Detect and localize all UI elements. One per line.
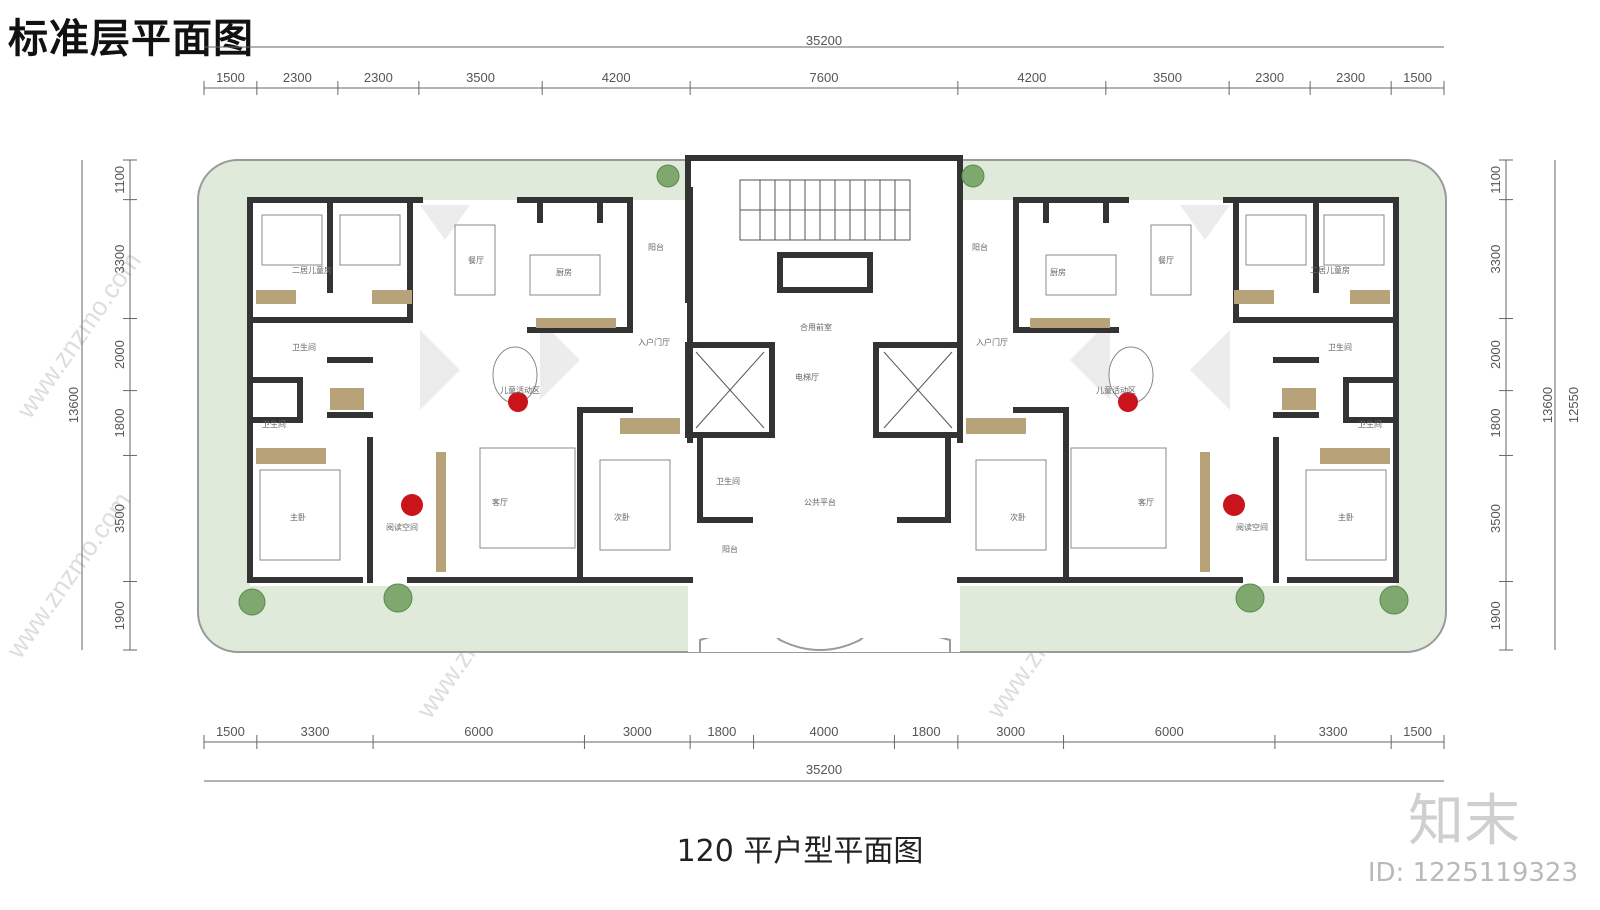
room-right-master-bedroom: 主卧 <box>1338 512 1354 522</box>
room-labels: 二居儿童房 餐厅 厨房 卫生间 儿童活动区 卫生间 主卧 阅读空间 客厅 次卧 … <box>262 242 1382 554</box>
tree-icons <box>238 164 1409 616</box>
room-left-dining: 餐厅 <box>468 256 484 265</box>
dim-top-segment-4: 4200 <box>602 70 631 85</box>
page-title: 标准层平面图 <box>8 16 254 62</box>
shade-patches <box>420 205 1230 410</box>
dim-top-segment-8: 2300 <box>1255 70 1284 85</box>
room-core-elevator-hall: 电梯厅 <box>795 372 819 382</box>
room-left-living: 客厅 <box>492 497 508 507</box>
room-core-platform: 公共平台 <box>804 497 836 507</box>
dimension-lines <box>81 46 1556 782</box>
dim-left-segment-4: 3500 <box>112 504 127 533</box>
dim-right-segment-5: 1900 <box>1488 601 1503 630</box>
room-right-reading: 阅读空间 <box>1236 522 1268 532</box>
room-left-kids-area: 儿童活动区 <box>500 385 540 395</box>
room-right-kitchen: 厨房 <box>1050 267 1066 277</box>
dim-bottom-segment-5: 4000 <box>810 724 839 739</box>
stair <box>739 179 911 241</box>
room-right-kids-bedroom: 二居儿童房 <box>1310 265 1350 275</box>
dim-top-segment-6: 4200 <box>1017 70 1046 85</box>
room-right-bath-2: 卫生间 <box>1358 419 1382 429</box>
dim-top-segment-0: 1500 <box>216 70 245 85</box>
dim-bottom-total: 35200 <box>806 762 842 777</box>
room-right-bath-1: 卫生间 <box>1328 342 1352 352</box>
dim-bottom-segment-1: 3300 <box>301 724 330 739</box>
dim-right-segment-0: 1100 <box>1488 166 1503 194</box>
wood-strips <box>256 290 1390 572</box>
room-right-kids-area: 儿童活动区 <box>1096 385 1136 395</box>
room-left-entry: 入户门厅 <box>638 337 670 347</box>
dim-right-segment-4: 3500 <box>1488 504 1503 533</box>
room-left-bath-2: 卫生间 <box>262 419 286 429</box>
dim-left-segment-3: 1800 <box>112 409 127 438</box>
dim-left-segment-2: 2000 <box>112 340 127 369</box>
dim-right-segment-3: 1800 <box>1488 409 1503 438</box>
dim-right-segment-1: 3300 <box>1488 245 1503 274</box>
room-right-second-bedroom: 次卧 <box>1010 512 1026 522</box>
dim-bottom-segment-2: 6000 <box>464 724 493 739</box>
dim-top-segment-5: 7600 <box>810 70 839 85</box>
plan-caption: 120 平户型平面图 <box>676 834 924 869</box>
room-core-bath: 卫生间 <box>716 476 740 486</box>
dimension-texts: 1500 2300 2300 3500 4200 7600 4200 3500 2300 2300… <box>66 33 1581 777</box>
room-left-master-bedroom: 主卧 <box>290 512 306 522</box>
dim-bottom-segment-6: 1800 <box>912 724 941 739</box>
dim-right-outer: 12550 <box>1566 387 1581 423</box>
dim-left-segment-1: 3300 <box>112 245 127 274</box>
core-floor <box>688 158 960 638</box>
room-right-dining: 餐厅 <box>1158 256 1174 265</box>
dim-top-segment-9: 2300 <box>1336 70 1365 85</box>
dim-top-total: 35200 <box>806 33 842 48</box>
dimension-ticks <box>123 81 1513 749</box>
watermark-brand: 知末 <box>1408 789 1520 854</box>
dim-bottom-segment-8: 6000 <box>1155 724 1184 739</box>
room-core-lobby: 合用前室 <box>800 322 832 332</box>
dim-bottom-segment-0: 1500 <box>216 724 245 739</box>
room-left-kids-bedroom: 二居儿童房 <box>292 265 332 275</box>
elevator-shafts <box>695 351 953 429</box>
dim-top-segment-10: 1500 <box>1403 70 1432 85</box>
dim-left-segment-5: 1900 <box>112 601 127 630</box>
accent-dots <box>401 392 1245 516</box>
room-core-balcony: 阳台 <box>722 544 738 554</box>
room-left-kitchen: 厨房 <box>556 267 572 277</box>
dim-top-segment-2: 2300 <box>364 70 393 85</box>
dim-right-total: 13600 <box>1540 387 1555 423</box>
room-left-bath-1: 卫生间 <box>292 342 316 352</box>
room-right-living: 客厅 <box>1138 497 1154 507</box>
room-left-reading: 阅读空间 <box>386 522 418 532</box>
room-left-balcony: 阳台 <box>648 242 664 252</box>
dim-top-segment-7: 3500 <box>1153 70 1182 85</box>
furniture <box>259 214 1387 561</box>
dim-top-segment-1: 2300 <box>283 70 312 85</box>
dim-bottom-segment-10: 1500 <box>1403 724 1432 739</box>
room-right-entry: 入户门厅 <box>976 337 1008 347</box>
dim-right-segment-2: 2000 <box>1488 340 1503 369</box>
dim-bottom-segment-3: 3000 <box>623 724 652 739</box>
dim-bottom-segment-9: 3300 <box>1319 724 1348 739</box>
dim-left-segment-0: 1100 <box>112 166 127 194</box>
walls <box>247 155 1399 583</box>
room-right-balcony: 阳台 <box>972 242 988 252</box>
dim-top-segment-3: 3500 <box>466 70 495 85</box>
watermark-id: ID: 1225119323 <box>1367 858 1578 888</box>
dim-bottom-segment-7: 3000 <box>996 724 1025 739</box>
dim-bottom-segment-4: 1800 <box>707 724 736 739</box>
dim-left-total: 13600 <box>66 387 81 423</box>
room-left-second-bedroom: 次卧 <box>614 512 630 522</box>
